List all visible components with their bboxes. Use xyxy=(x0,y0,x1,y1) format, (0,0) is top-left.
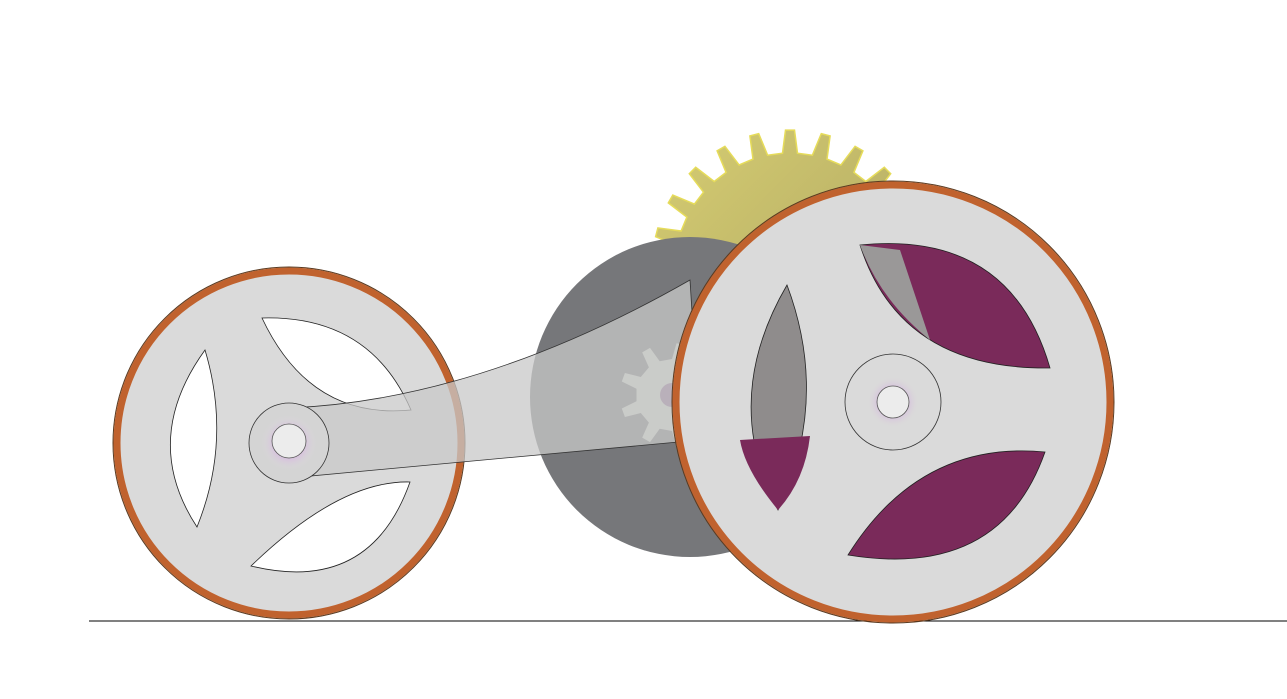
left-wheel-cutout-left xyxy=(169,349,218,528)
right-hub-ring xyxy=(844,353,942,451)
left-axle-hole xyxy=(271,423,307,459)
crank-arm xyxy=(288,279,701,479)
right-axle-hole xyxy=(876,385,910,419)
right-wheel-cutout-bottom xyxy=(847,450,1046,560)
left-wheel-cutout-bottom xyxy=(250,481,411,573)
right-wheel xyxy=(671,180,1115,624)
